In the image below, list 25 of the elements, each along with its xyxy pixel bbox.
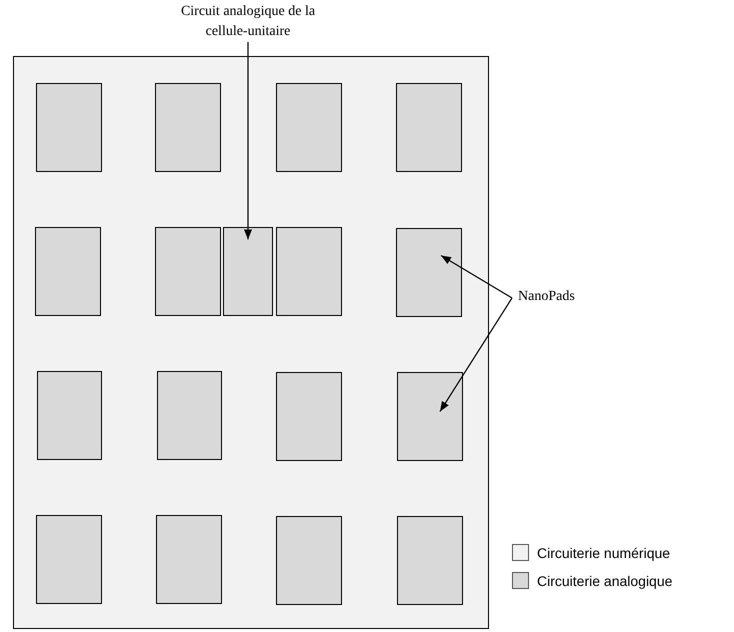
callout-text: NanoPads (517, 288, 576, 306)
arrow (244, 42, 252, 240)
circuit-block (397, 372, 463, 461)
circuit-block (35, 227, 101, 316)
circuit-block (155, 227, 221, 316)
circuit-block (36, 515, 102, 604)
circuit-block (276, 372, 342, 461)
circuit-block (156, 515, 222, 604)
circuit-block (276, 227, 342, 316)
circuit-block (37, 371, 102, 460)
callout-text: Circuit analogique de la cellule-unitaire (180, 3, 316, 41)
circuit-block (157, 371, 222, 460)
circuit-block (396, 228, 462, 317)
circuit-block (223, 227, 273, 316)
circuit-block (155, 83, 221, 172)
arrow (440, 298, 512, 412)
legend-label: Circuiterie analogique (537, 572, 672, 588)
arrow (440, 254, 512, 299)
chip-outline (13, 56, 489, 629)
circuit-block (276, 516, 342, 605)
circuit-block (397, 516, 463, 605)
circuit-block (396, 83, 462, 172)
circuit-block (36, 83, 102, 172)
circuit-block (276, 83, 342, 172)
legend-label: Circuiterie numérique (537, 544, 670, 560)
